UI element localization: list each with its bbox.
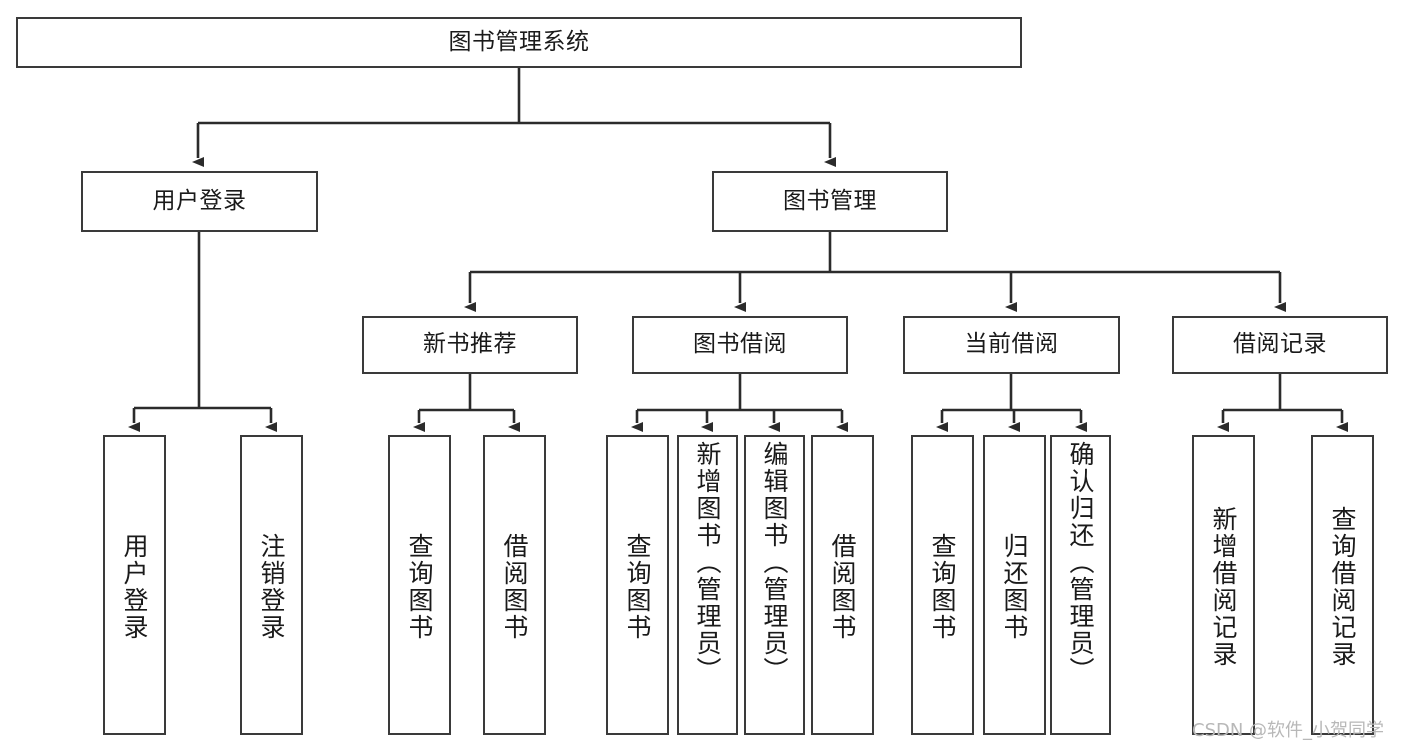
node-leaf-user-login-label: 用户登录 [120,533,149,641]
node-leaf-query-book-3[interactable]: 查询图书 [911,435,974,735]
node-leaf-borrow-book-2-label: 借阅图书 [828,533,857,641]
node-leaf-confirm-return-admin-label: 确认归还（管理员） [1066,441,1095,684]
node-leaf-add-borrow-record[interactable]: 新增借阅记录 [1192,435,1255,735]
node-book-manage[interactable]: 图书管理 [712,171,948,232]
node-leaf-query-book-2[interactable]: 查询图书 [606,435,669,735]
node-current-borrow[interactable]: 当前借阅 [903,316,1120,374]
node-leaf-query-book-1-label: 查询图书 [405,533,434,641]
node-new-book-recommend[interactable]: 新书推荐 [362,316,578,374]
node-leaf-confirm-return-admin[interactable]: 确认归还（管理员） [1050,435,1111,735]
watermark: CSDN @软件_小贺同学 [1192,720,1385,741]
node-leaf-query-borrow-record-label: 查询借阅记录 [1328,506,1357,668]
node-leaf-logout-login[interactable]: 注销登录 [240,435,303,735]
node-leaf-return-book-label: 归还图书 [1000,533,1029,641]
node-leaf-add-book-admin-label: 新增图书（管理员） [693,441,722,684]
node-root-label: 图书管理系统 [448,28,590,55]
node-leaf-edit-book-admin[interactable]: 编辑图书（管理员） [744,435,805,735]
node-leaf-add-borrow-record-label: 新增借阅记录 [1209,506,1238,668]
node-leaf-user-login[interactable]: 用户登录 [103,435,166,735]
node-leaf-query-book-2-label: 查询图书 [623,533,652,641]
node-leaf-return-book[interactable]: 归还图书 [983,435,1046,735]
node-book-borrow-label: 图书借阅 [693,331,787,358]
node-user-login[interactable]: 用户登录 [81,171,318,232]
node-leaf-query-book-1[interactable]: 查询图书 [388,435,451,735]
node-leaf-query-book-3-label: 查询图书 [928,533,957,641]
node-book-manage-label: 图书管理 [783,187,877,214]
node-user-login-label: 用户登录 [152,187,247,214]
node-book-borrow[interactable]: 图书借阅 [632,316,848,374]
node-leaf-logout-login-label: 注销登录 [257,533,286,641]
node-leaf-borrow-book-2[interactable]: 借阅图书 [811,435,874,735]
node-leaf-query-borrow-record[interactable]: 查询借阅记录 [1311,435,1374,735]
node-new-book-recommend-label: 新书推荐 [423,331,517,358]
node-leaf-add-book-admin[interactable]: 新增图书（管理员） [677,435,738,735]
node-borrow-record-label: 借阅记录 [1233,331,1327,358]
node-leaf-borrow-book-1[interactable]: 借阅图书 [483,435,546,735]
node-root[interactable]: 图书管理系统 [16,17,1022,68]
node-current-borrow-label: 当前借阅 [964,331,1059,358]
node-leaf-borrow-book-1-label: 借阅图书 [500,533,529,641]
node-leaf-edit-book-admin-label: 编辑图书（管理员） [760,441,789,684]
node-borrow-record[interactable]: 借阅记录 [1172,316,1388,374]
